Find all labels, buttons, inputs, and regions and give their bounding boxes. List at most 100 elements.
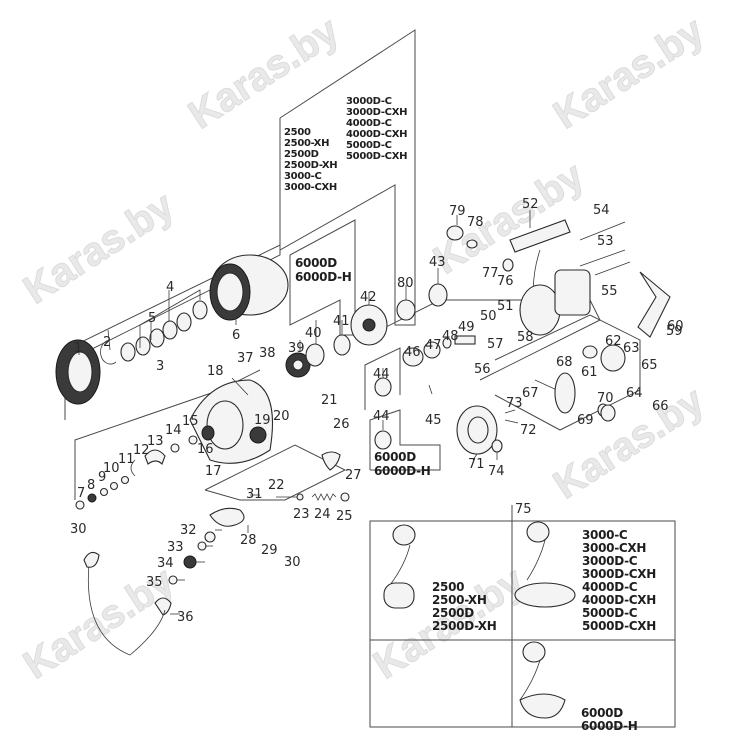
part-label: 68 — [556, 355, 573, 370]
part-label: 12 — [133, 443, 150, 458]
part-label: 21 — [321, 393, 338, 408]
part-cap-74 — [491, 439, 503, 453]
part-label: 11 — [118, 452, 135, 467]
part-label: 17 — [205, 464, 222, 479]
part-label: 20 — [273, 409, 290, 424]
model-label: 3000-C — [582, 528, 628, 542]
part-label: 41 — [333, 314, 350, 329]
part-clip — [100, 339, 117, 365]
frame-bail-lever — [204, 444, 347, 501]
model-label: 2500D-XH — [284, 160, 337, 171]
model-labels-handle-small: 2500 2500-XH 2500D 2500D-XH — [432, 580, 497, 633]
part-34 — [183, 555, 197, 569]
part-label: 10 — [103, 461, 120, 476]
part-label: 18 — [207, 364, 224, 379]
part-35 — [168, 575, 178, 585]
model-label: 5000D-C — [346, 140, 392, 151]
model-labels-spool-small: 2500 2500-XH 2500D 2500D-XH 3000-C 3000-… — [284, 127, 338, 193]
part-bearing-44-6000 — [374, 430, 392, 450]
part-label: 36 — [177, 610, 194, 625]
part-gear-62 — [600, 344, 626, 372]
part-26 — [321, 451, 341, 471]
part-label: 53 — [597, 234, 614, 249]
part-label: 44 — [373, 367, 390, 382]
part-ring-80 — [396, 299, 416, 321]
part-78 — [466, 239, 478, 249]
model-label: 4000D-C — [346, 118, 392, 129]
part-76 — [502, 258, 514, 272]
watermark: Karas.by — [181, 8, 347, 137]
part-bail-wire — [87, 554, 166, 656]
model-label: 2500-XH — [284, 138, 329, 149]
part-label: 4 — [166, 280, 174, 295]
part-label: 45 — [425, 413, 442, 428]
model-label: 3000D-CXH — [346, 107, 407, 118]
part-label: 27 — [345, 468, 362, 483]
model-label: 3000D-C — [346, 96, 392, 107]
part-label: 80 — [397, 276, 414, 291]
part-plate-42-hub — [362, 318, 376, 332]
watermark: Karas.by — [16, 183, 182, 312]
handle-mid — [514, 521, 576, 608]
part-label: 24 — [314, 507, 331, 522]
part-pinion-49 — [454, 335, 476, 345]
frame-drag-stack — [74, 369, 261, 500]
frame-handles — [369, 520, 676, 728]
model-label: 2500 — [284, 127, 311, 138]
part-spring-24 — [311, 493, 337, 501]
part-61 — [582, 345, 598, 359]
part-label: 15 — [182, 414, 199, 429]
part-label: 5 — [148, 311, 156, 326]
part-23 — [296, 493, 304, 501]
model-labels-bearing-6000: 6000D 6000D-H — [374, 450, 431, 478]
part-label: 73 — [506, 396, 523, 411]
part-48 — [442, 337, 452, 349]
part-label: 31 — [246, 487, 263, 502]
model-label: 3000D-C — [582, 554, 638, 568]
part-rotor — [189, 379, 273, 464]
model-label: 5000D-C — [582, 606, 638, 620]
part-label: 2 — [103, 335, 111, 350]
part-label: 35 — [146, 575, 163, 590]
part-side-cover — [456, 405, 498, 455]
part-47 — [423, 341, 441, 359]
part-bail-mount — [83, 551, 100, 568]
part-label: 28 — [240, 533, 257, 548]
part-36 — [154, 597, 172, 616]
part-label: 6 — [232, 328, 240, 343]
part-label: 29 — [261, 543, 278, 558]
part-label: 16 — [197, 442, 214, 457]
part-32 — [204, 531, 216, 543]
part-25 — [340, 492, 350, 502]
model-label: 3000-CXH — [582, 541, 646, 555]
part-label: 79 — [449, 204, 466, 219]
part-label: 44 — [373, 409, 390, 424]
part-bail-arm-28 — [209, 507, 245, 527]
part-label: 13 — [147, 434, 164, 449]
model-label: 4000D-C — [582, 580, 638, 594]
part-label: 30 — [284, 555, 301, 570]
part-label: 66 — [652, 399, 669, 414]
model-label: 5000D-CXH — [582, 619, 656, 633]
leader-lines — [78, 210, 531, 615]
part-label: 70 — [597, 391, 614, 406]
part-drag-knob-face — [67, 351, 93, 393]
part-label: 77 — [482, 266, 499, 281]
model-label: 3000D-CXH — [582, 567, 656, 581]
part-label: 65 — [641, 358, 658, 373]
model-label: 2500D-XH — [432, 619, 496, 633]
frame-gear — [494, 314, 641, 431]
part-label: 14 — [165, 423, 182, 438]
model-label: 6000D — [295, 256, 337, 270]
part-label: 74 — [488, 464, 505, 479]
part-label: 62 — [605, 334, 622, 349]
part-label: 50 — [480, 309, 497, 324]
part-label: 3 — [156, 359, 164, 374]
handle-small — [383, 524, 416, 609]
part-label: 39 — [288, 341, 305, 356]
part-label: 46 — [404, 345, 421, 360]
part-label: 56 — [474, 362, 491, 377]
part-label: 7 — [77, 486, 85, 501]
part-rods — [579, 221, 631, 276]
